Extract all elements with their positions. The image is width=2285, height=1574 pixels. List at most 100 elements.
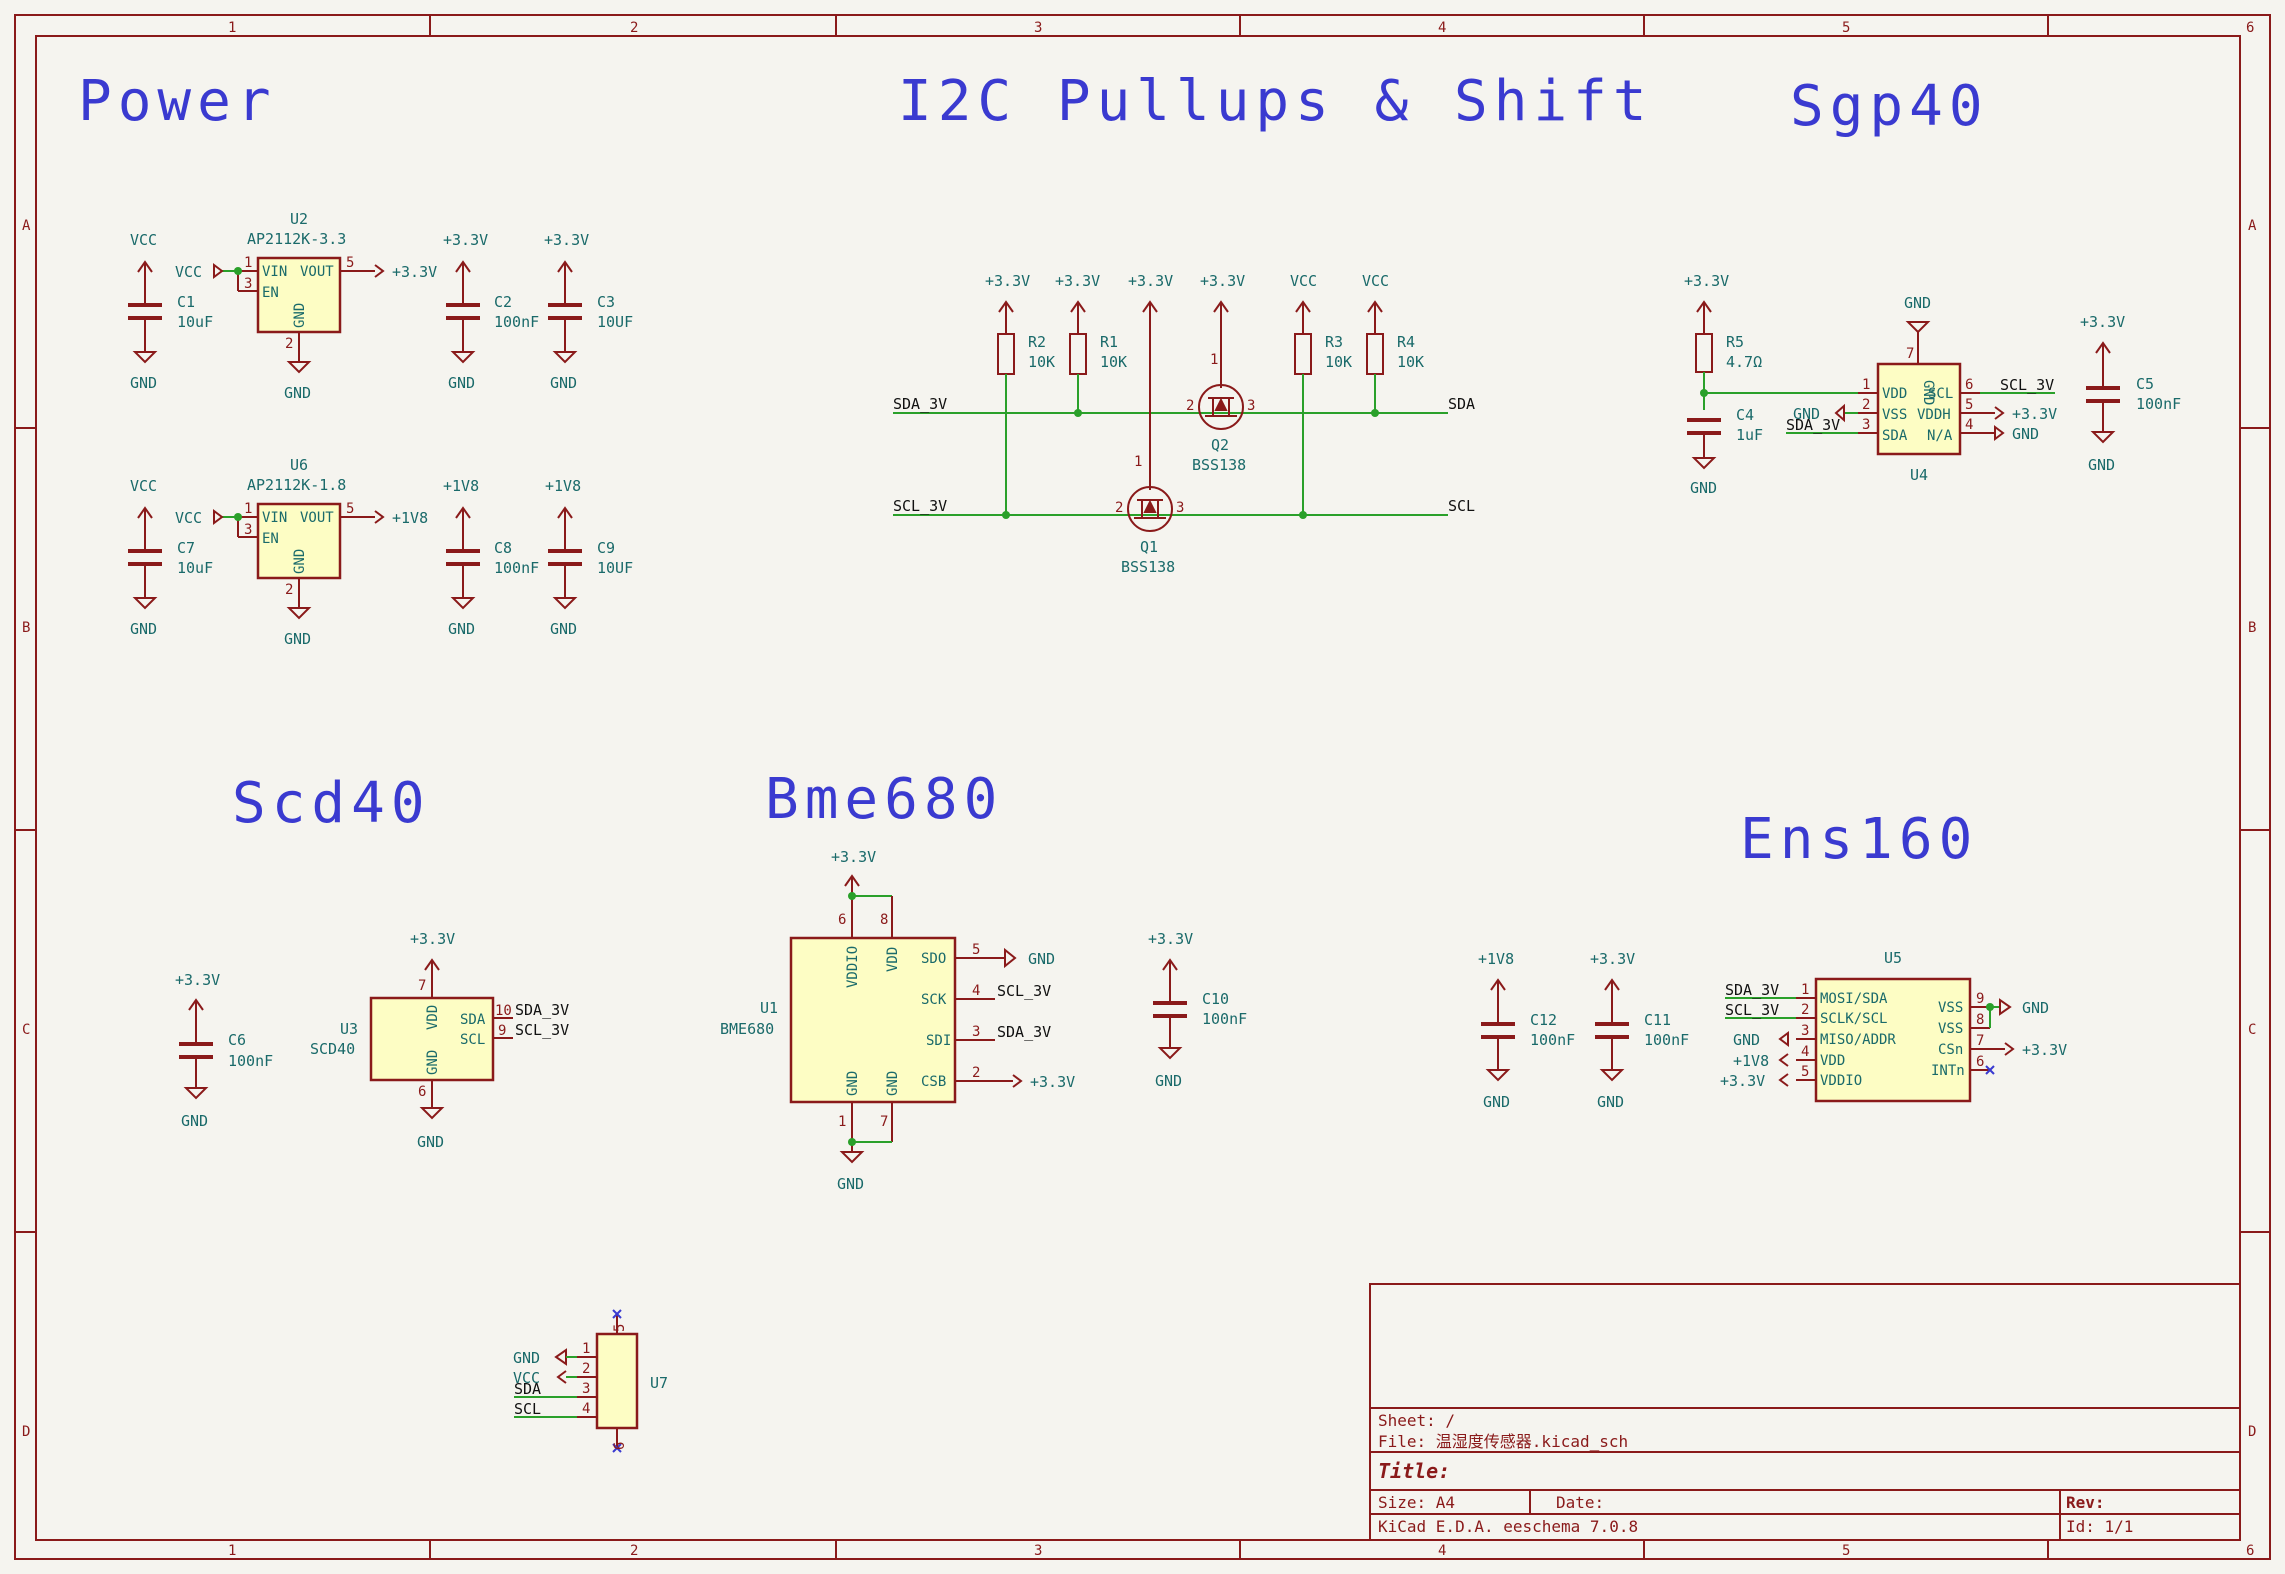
section-title-scd40: Scd40 [232,771,431,836]
title-block-size: Size: A4 [1378,1493,1455,1512]
u4-pin-scl: SCL [1928,386,1953,402]
c10-value: 100nF [1202,1010,1247,1028]
col-label-3-bottom: 3 [1034,1543,1042,1559]
u6-pin-gnd: GND [292,549,308,574]
capacitor-c4[interactable]: C4 1uF GND [1687,406,1763,497]
u3-ref: U3 [340,1020,358,1038]
q1-pwr-label: +3.3V [1128,272,1173,290]
u2-ref: U2 [290,210,308,228]
capacitor-c11[interactable]: +3.3V C11 100nF GND [1590,950,1689,1111]
capacitor-c6[interactable]: +3.3V C6 100nF GND [175,971,273,1130]
u1-pinnum-6: 6 [838,912,846,928]
u3-pin-sda: SDA [460,1012,486,1028]
q1-pin-3: 3 [1176,500,1184,516]
net-label-sda-3v: SDA_3V [893,395,947,413]
c7-vcc-label: VCC [130,477,157,495]
u1-sdo-gnd-label: GND [1028,950,1055,968]
r1-value: 10K [1100,353,1127,371]
u6-regulator[interactable]: VCC C7 10uF GND U6 AP2112K-1.8 VIN VOUT … [128,456,633,648]
u3-value: SCD40 [310,1040,355,1058]
u5-miso-gnd-label: GND [1733,1031,1760,1049]
resistor-r4[interactable] [1366,333,1384,375]
u6-pinnum-5: 5 [346,501,354,517]
u4-pin-vss: VSS [1882,407,1907,423]
row-label-c-right: C [2248,1022,2256,1038]
c2-pwr-label: +3.3V [443,231,488,249]
resistor-r3[interactable] [1294,333,1312,375]
col-label-1: 1 [228,20,236,36]
u5-pin-vddio: VDDIO [1820,1073,1862,1089]
col-label-2: 2 [630,20,638,36]
capacitor-c2[interactable]: +3.3V C2 100nF GND [443,231,539,392]
scd40-section[interactable]: +3.3V C6 100nF GND +3.3V 7 VDD GND SDA S… [175,930,569,1151]
c6-value: 100nF [228,1052,273,1070]
net-label-scl-3v: SCL_3V [893,497,947,515]
u6-vin-label: VCC [175,509,202,527]
c5-value: 100nF [2136,395,2181,413]
u7-gnd-label: GND [513,1349,540,1367]
capacitor-c9[interactable]: +1V8 C9 10UF GND [545,477,633,638]
u2-value: AP2112K-3.3 [247,230,346,248]
c10-ref: C10 [1202,990,1229,1008]
row-label-d-right: D [2248,1424,2256,1440]
c4-value: 1uF [1736,426,1763,444]
u5-pinnum-9: 9 [1976,991,1984,1007]
c11-gnd-label: GND [1597,1093,1624,1111]
capacitor-c12[interactable]: +1V8 C12 100nF GND [1478,950,1575,1111]
connector-u7[interactable]: 5 6 1 2 3 4 GND VCC SDA SCL U7 [513,1309,668,1453]
resistor-r2[interactable] [997,333,1015,375]
u1-pinnum-7: 7 [880,1114,888,1130]
u7-pinnum-5: 5 [612,1324,628,1332]
u4-pinnum-6: 6 [1965,377,1973,393]
u7-pinnum-4: 4 [582,1401,590,1417]
u3-scl-net: SCL_3V [515,1021,569,1039]
u5-pin-vss-1: VSS [1938,1000,1963,1016]
u3-pinnum-10: 10 [495,1003,512,1019]
capacitor-c1[interactable]: VCC C1 10uF GND [128,231,213,392]
u3-pinnum-9: 9 [498,1023,506,1039]
u1-csb-pwr-label: +3.3V [1030,1073,1075,1091]
resistor-r1[interactable] [1069,333,1087,375]
u5-pinnum-7: 7 [1976,1033,1984,1049]
u4-pin-gnd: GND [1920,380,1936,405]
u4-vss-gnd-label: GND [1793,405,1820,423]
u6-vout-label: +1V8 [392,509,428,527]
r3-pwr-label: VCC [1290,272,1317,290]
capacitor-c8[interactable]: +1V8 C8 100nF GND [443,477,539,638]
col-label-2-bottom: 2 [630,1543,638,1559]
bme680-section[interactable]: +3.3V 6 8 VDDIO VDD GND GND SDO SCK SDI … [720,848,1247,1193]
c10-gnd-label: GND [1155,1072,1182,1090]
u6-pin-vout: VOUT [300,510,334,526]
capacitor-c7[interactable]: VCC C7 10uF GND [128,477,213,638]
resistor-r5[interactable] [1695,333,1713,373]
c8-pwr-label: +1V8 [443,477,479,495]
capacitor-c5[interactable]: +3.3V C5 100nF GND [2080,313,2181,474]
q2-pin-2: 2 [1186,398,1194,414]
sgp40-section[interactable]: +3.3V R5 4.7Ω C4 1uF GND GND 7 GND VDD V… [1684,272,2181,497]
u2-pin-vout: VOUT [300,264,334,280]
u4-scl-net: SCL_3V [2000,376,2054,394]
u1-ref: U1 [760,999,778,1017]
ens160-section[interactable]: +1V8 C12 100nF GND +3.3V C11 100nF GND U… [1478,949,2067,1111]
mosfet-q1[interactable]: 1 2 3 Q1 BSS138 [1115,454,1184,576]
u2-vout-label: +3.3V [392,263,437,281]
r4-pwr-label: VCC [1362,272,1389,290]
i2c-level-shifter[interactable]: +3.3V +3.3V +3.3V +3.3V VCC VCC R2 10K R… [893,272,1475,576]
capacitor-c10[interactable]: +3.3V C10 100nF GND [1148,930,1247,1090]
q2-value: BSS138 [1192,456,1246,474]
u2-regulator[interactable]: VCC C1 10uF GND U2 AP2112K-3.3 VIN VOUT … [128,210,633,402]
c9-ref: C9 [597,539,615,557]
mosfet-q2[interactable]: 1 2 3 Q2 BSS138 [1186,352,1255,474]
c10-pwr-label: +3.3V [1148,930,1193,948]
u5-pin-sclk: SCLK/SCL [1820,1011,1887,1027]
u4-pinnum-5: 5 [1965,397,1973,413]
u5-pinnum-2: 2 [1801,1002,1809,1018]
col-label-3: 3 [1034,20,1042,36]
capacitor-c3[interactable]: +3.3V C3 10UF GND [544,231,633,392]
title-block-date: Date: [1556,1493,1604,1512]
u2-gnd-label: GND [284,384,311,402]
u4-pinnum-4: 4 [1965,417,1973,433]
u4-pin-sda: SDA [1882,428,1908,444]
c4-ref: C4 [1736,406,1754,424]
u2-vin-label: VCC [175,263,202,281]
